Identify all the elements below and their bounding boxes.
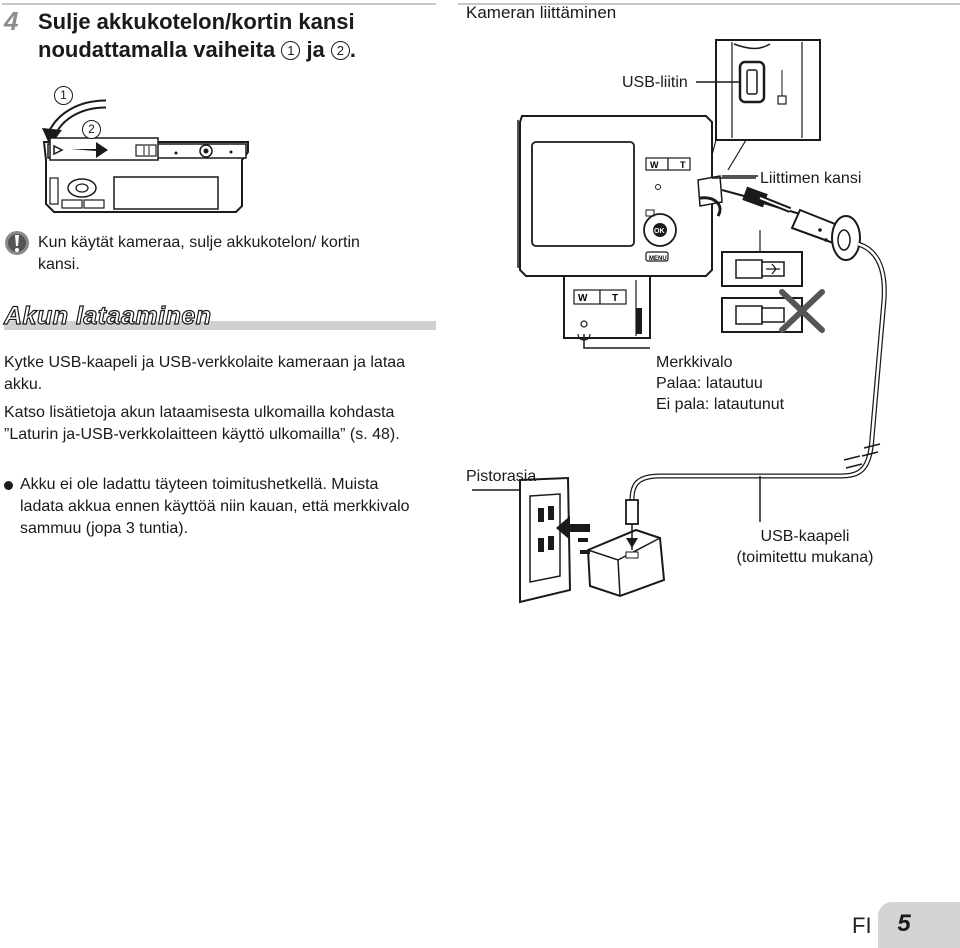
step-number: 4 (4, 6, 19, 36)
bullet-dot (4, 481, 13, 490)
paragraph-connect: Kytke USB-kaapeli ja USB-verkkolaite kam… (4, 354, 406, 393)
indicator-on: Palaa: latautuu (656, 375, 763, 392)
cable-label: USB-kaapeli (toimitettu mukana) (720, 526, 890, 568)
indicator-label: Merkkivalo Palaa: latautuu Ei pala: lata… (656, 352, 784, 415)
zoom-w-label: W (650, 160, 659, 170)
page-number-tab (878, 902, 960, 948)
camera-bottom-illustration (42, 99, 249, 213)
connector-cover-label: Liittimen kansi (760, 170, 862, 187)
indicator-off: Ei pala: latautunut (656, 396, 785, 413)
paragraph-abroad: Katso lisätietoja akun lataamisesta ulko… (4, 404, 400, 443)
step-title: Sulje akkukotelon/kortin kansi noudattam… (38, 8, 438, 64)
indicator-title: Merkkivalo (656, 354, 733, 371)
usb-port-label: USB-liitin (622, 74, 688, 91)
section-underline (4, 321, 436, 330)
inset-t-label: T (612, 293, 618, 304)
step-title-line2: noudattamalla vaiheita 1 ja 2. (38, 37, 357, 62)
exclamation-icon (5, 231, 29, 255)
ok-label: OK (654, 228, 665, 235)
menu-label: MENU (649, 256, 667, 262)
step-marker-2: 2 (330, 41, 350, 60)
cable-label-line2: (toimitettu mukana) (736, 549, 874, 566)
top-rule-left (2, 3, 436, 5)
top-rule-right (458, 3, 960, 5)
cable-label-line1: USB-kaapeli (760, 528, 850, 545)
section-title: Akun lataaminen (3, 301, 212, 330)
connection-diagram: W T OK MENU W T (472, 39, 887, 604)
bullet-item: Akku ei ole ladattu täyteen toimitushetk… (4, 474, 424, 540)
note-text: Kun käytät kameraa, sulje akkukotelon/ k… (38, 234, 360, 273)
step-marker-1: 1 (281, 41, 301, 60)
diagram-heading: Kameran liittäminen (466, 3, 617, 22)
outlet-label: Pistorasia (466, 468, 537, 485)
figure-marker-2: 2 (82, 120, 101, 139)
step-title-line1: Sulje akkukotelon/kortin kansi (38, 9, 355, 34)
page-number: 5 (897, 910, 911, 937)
language-code: FI (852, 913, 872, 938)
inset-w-label: W (578, 293, 588, 304)
bullet-text: Akku ei ole ladattu täyteen toimitushetk… (20, 476, 410, 537)
figure-marker-1: 1 (54, 86, 73, 105)
zoom-t-label: T (680, 160, 686, 170)
